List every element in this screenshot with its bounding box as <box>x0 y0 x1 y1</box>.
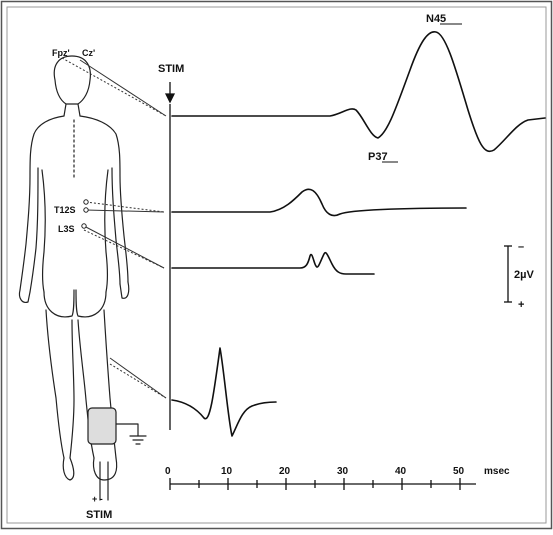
n45-peak-label: N45 <box>426 13 446 25</box>
amplitude-scale-bar <box>504 245 512 303</box>
cz-electrode-label: Cz' <box>82 48 95 58</box>
axis-tick-label: 20 <box>279 466 291 477</box>
axis-tick-label: 0 <box>165 466 171 477</box>
stim-label-bottom: STIM <box>86 509 112 521</box>
stim-polarity-label: + - <box>92 494 103 504</box>
axis-tick-label: 30 <box>337 466 349 477</box>
trace-l3s <box>171 251 375 275</box>
p37-peak-label: P37 <box>368 151 388 163</box>
trace-popliteal <box>171 347 277 437</box>
axis-tick-label: 50 <box>453 466 465 477</box>
trace-cortical <box>171 31 546 153</box>
stim-marker <box>164 82 176 430</box>
scale-value: 2µV <box>514 269 534 281</box>
electrode-markers <box>81 199 89 229</box>
human-figure-icon <box>18 55 147 501</box>
trace-t12s <box>171 188 467 217</box>
axis-tick-label: 10 <box>221 466 233 477</box>
electrode-leads <box>61 57 167 399</box>
l3s-electrode-label: L3S <box>58 224 75 234</box>
axis-tick-label: 40 <box>395 466 407 477</box>
stim-label-top: STIM <box>158 63 184 75</box>
scale-plus-sign: + <box>518 299 524 311</box>
inner-frame <box>6 6 547 524</box>
scale-minus-sign: – <box>518 241 524 253</box>
t12s-electrode-label: T12S <box>54 205 76 215</box>
time-axis <box>169 478 476 490</box>
axis-unit-label: msec <box>484 466 510 477</box>
fpz-electrode-label: Fpz' <box>52 48 70 58</box>
